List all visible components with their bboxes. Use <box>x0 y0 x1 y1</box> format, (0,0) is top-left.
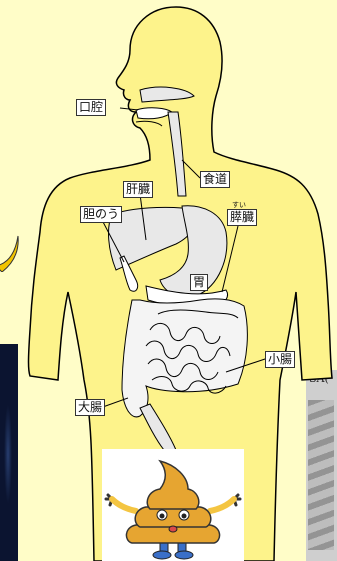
label-stomach: 胃 <box>190 274 208 291</box>
mascot-panel <box>102 449 244 561</box>
label-gallbladder: 胆のう <box>80 206 122 223</box>
label-large-intestine: 大腸 <box>75 399 105 416</box>
label-pancreas: 膵臓 <box>227 209 257 226</box>
poop-mascot-icon <box>102 449 244 561</box>
label-mouth: 口腔 <box>76 99 106 116</box>
label-esophagus: 食道 <box>200 171 230 188</box>
label-liver: 肝臓 <box>123 181 153 198</box>
label-small-intestine: 小腸 <box>265 351 295 368</box>
